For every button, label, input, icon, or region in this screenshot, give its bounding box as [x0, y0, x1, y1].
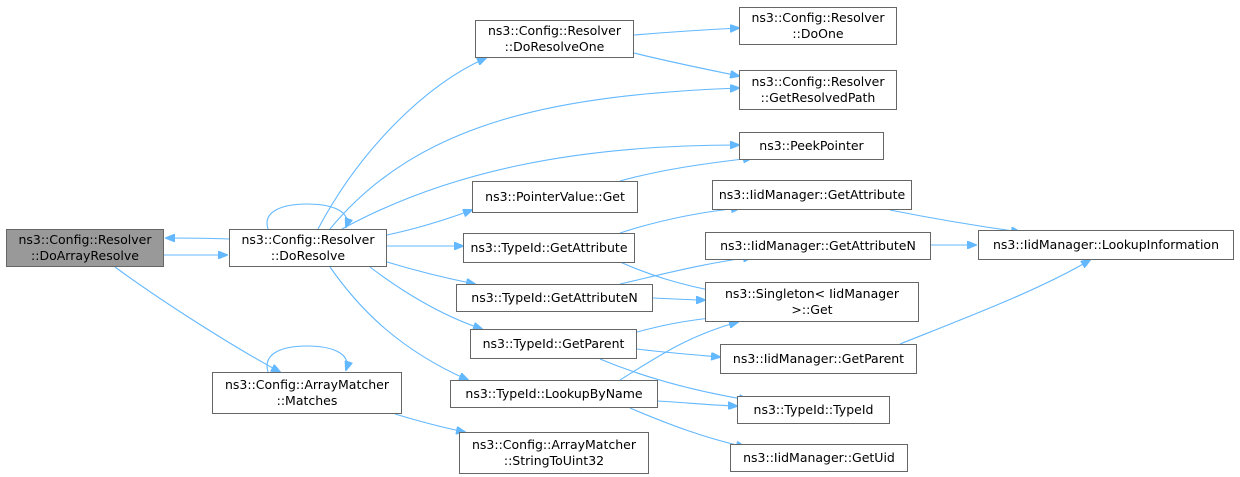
node-peekpointer[interactable]: ns3::PeekPointer	[739, 132, 884, 160]
edge-n1-n0	[166, 238, 230, 239]
node-typeid-lookupbyname[interactable]: ns3::TypeId::LookupByName	[450, 380, 658, 408]
node-label-line: ns3::IidManager::GetAttribute	[718, 187, 906, 202]
node-label-line: ns3::TypeId::GetAttributeN	[471, 290, 638, 305]
node-label-line: ::DoResolve	[270, 248, 346, 263]
edge-n1-n8	[329, 266, 468, 380]
node-label-line: ::GetResolvedPath	[760, 90, 876, 105]
edge-n1-n11	[329, 88, 739, 230]
node-typeid-getparent[interactable]: ns3::TypeId::GetParent	[470, 329, 637, 359]
edge-n6-n15	[652, 298, 705, 300]
edge-n3-n10	[633, 28, 739, 36]
node-iidmanager-lookupinformation[interactable]: ns3::IidManager::LookupInformation	[978, 230, 1234, 260]
node-label-line: ::Matches	[276, 393, 338, 408]
node-iidmanager-getparent[interactable]: ns3::IidManager::GetParent	[720, 344, 917, 374]
node-label-line: ns3::Config::ArrayMatcher	[225, 377, 389, 392]
node-arraymatcher-stringtouint32[interactable]: ns3::Config::ArrayMatcher::StringToUint3…	[459, 432, 649, 474]
node-label-line: ns3::Config::Resolver	[18, 232, 152, 247]
node-label-line: ::StringToUint32	[503, 453, 605, 468]
node-label-line: ns3::Singleton< IidManager	[724, 286, 900, 301]
node-typeid-getattributen[interactable]: ns3::TypeId::GetAttributeN	[456, 284, 653, 312]
node-label-line: ns3::PointerValue::Get	[485, 189, 625, 204]
node-iidmanager-getattribute[interactable]: ns3::IidManager::GetAttribute	[712, 180, 912, 210]
edge-n7-n17	[599, 358, 748, 400]
edge-n2-n9	[394, 413, 465, 432]
node-typeid-typeid[interactable]: ns3::TypeId::TypeId	[737, 396, 890, 424]
node-label-line: ns3::IidManager::GetUid	[743, 450, 895, 465]
node-label-line: ns3::IidManager::LookupInformation	[992, 237, 1219, 252]
node-label-line: >::Get	[791, 302, 833, 317]
node-label-line: ns3::IidManager::GetParent	[732, 351, 905, 366]
node-resolver-getresolvedpath[interactable]: ns3::Config::Resolver::GetResolvedPath	[739, 70, 897, 110]
node-label-line: ns3::Config::Resolver	[751, 10, 885, 25]
edge-n1-n3	[317, 58, 486, 230]
node-label-line: ns3::TypeId::GetAttribute	[470, 240, 628, 255]
edge-n16-n19	[899, 260, 1090, 345]
edge-n1-n12	[341, 145, 739, 230]
node-label-line: ns3::Config::Resolver	[241, 232, 375, 247]
node-label-line: ::DoArrayResolve	[31, 248, 139, 263]
node-iidmanager-getattributen[interactable]: ns3::IidManager::GetAttributeN	[705, 232, 931, 260]
edge-n1-n1	[266, 203, 347, 229]
node-label-line: ns3::IidManager::GetAttributeN	[720, 238, 916, 253]
edge-n13-n19	[889, 209, 1020, 232]
node-label-line: ns3::TypeId::GetParent	[482, 336, 625, 351]
node-label-line: ::DoOne	[792, 26, 844, 41]
node-arraymatcher-matches[interactable]: ns3::Config::ArrayMatcher::Matches	[212, 372, 402, 414]
node-label-line: ns3::TypeId::LookupByName	[465, 386, 643, 401]
node-label-line: ns3::Config::Resolver	[487, 23, 621, 38]
node-label-line: ns3::Config::ArrayMatcher	[472, 437, 636, 452]
node-resolver-doarrayresolve: ns3::Config::Resolver::DoArrayResolve	[6, 229, 164, 267]
node-resolver-doresolveone[interactable]: ns3::Config::Resolver::DoResolveOne	[475, 20, 634, 58]
edge-n8-n17	[657, 400, 737, 406]
edge-n0-n2	[114, 266, 280, 372]
edge-n1-n4	[386, 210, 472, 236]
edge-n1-n6	[386, 261, 475, 284]
node-label-line: ::DoResolveOne	[504, 39, 605, 54]
node-label-line: ns3::Config::Resolver	[751, 74, 885, 89]
edge-n8-n15	[619, 322, 738, 381]
node-label-line: ns3::TypeId::TypeId	[753, 402, 874, 417]
edge-n2-n2	[266, 345, 347, 372]
node-singleton-iidmanager-get[interactable]: ns3::Singleton< IidManager>::Get	[705, 282, 919, 322]
edge-n8-n18	[629, 407, 745, 447]
edge-n3-n11	[633, 52, 739, 76]
edge-n5-n13	[619, 208, 740, 234]
edge-n4-n12	[619, 158, 752, 182]
node-resolver-doone[interactable]: ns3::Config::Resolver::DoOne	[739, 7, 897, 45]
edge-n1-n7	[369, 266, 482, 329]
node-typeid-getattribute[interactable]: ns3::TypeId::GetAttribute	[463, 233, 635, 263]
node-pointervalue-get[interactable]: ns3::PointerValue::Get	[472, 181, 638, 213]
node-label-line: ns3::PeekPointer	[759, 138, 864, 153]
node-resolver-doresolve[interactable]: ns3::Config::Resolver::DoResolve	[229, 229, 387, 267]
edge-n7-n16	[636, 348, 720, 357]
node-iidmanager-getuid[interactable]: ns3::IidManager::GetUid	[730, 444, 908, 472]
